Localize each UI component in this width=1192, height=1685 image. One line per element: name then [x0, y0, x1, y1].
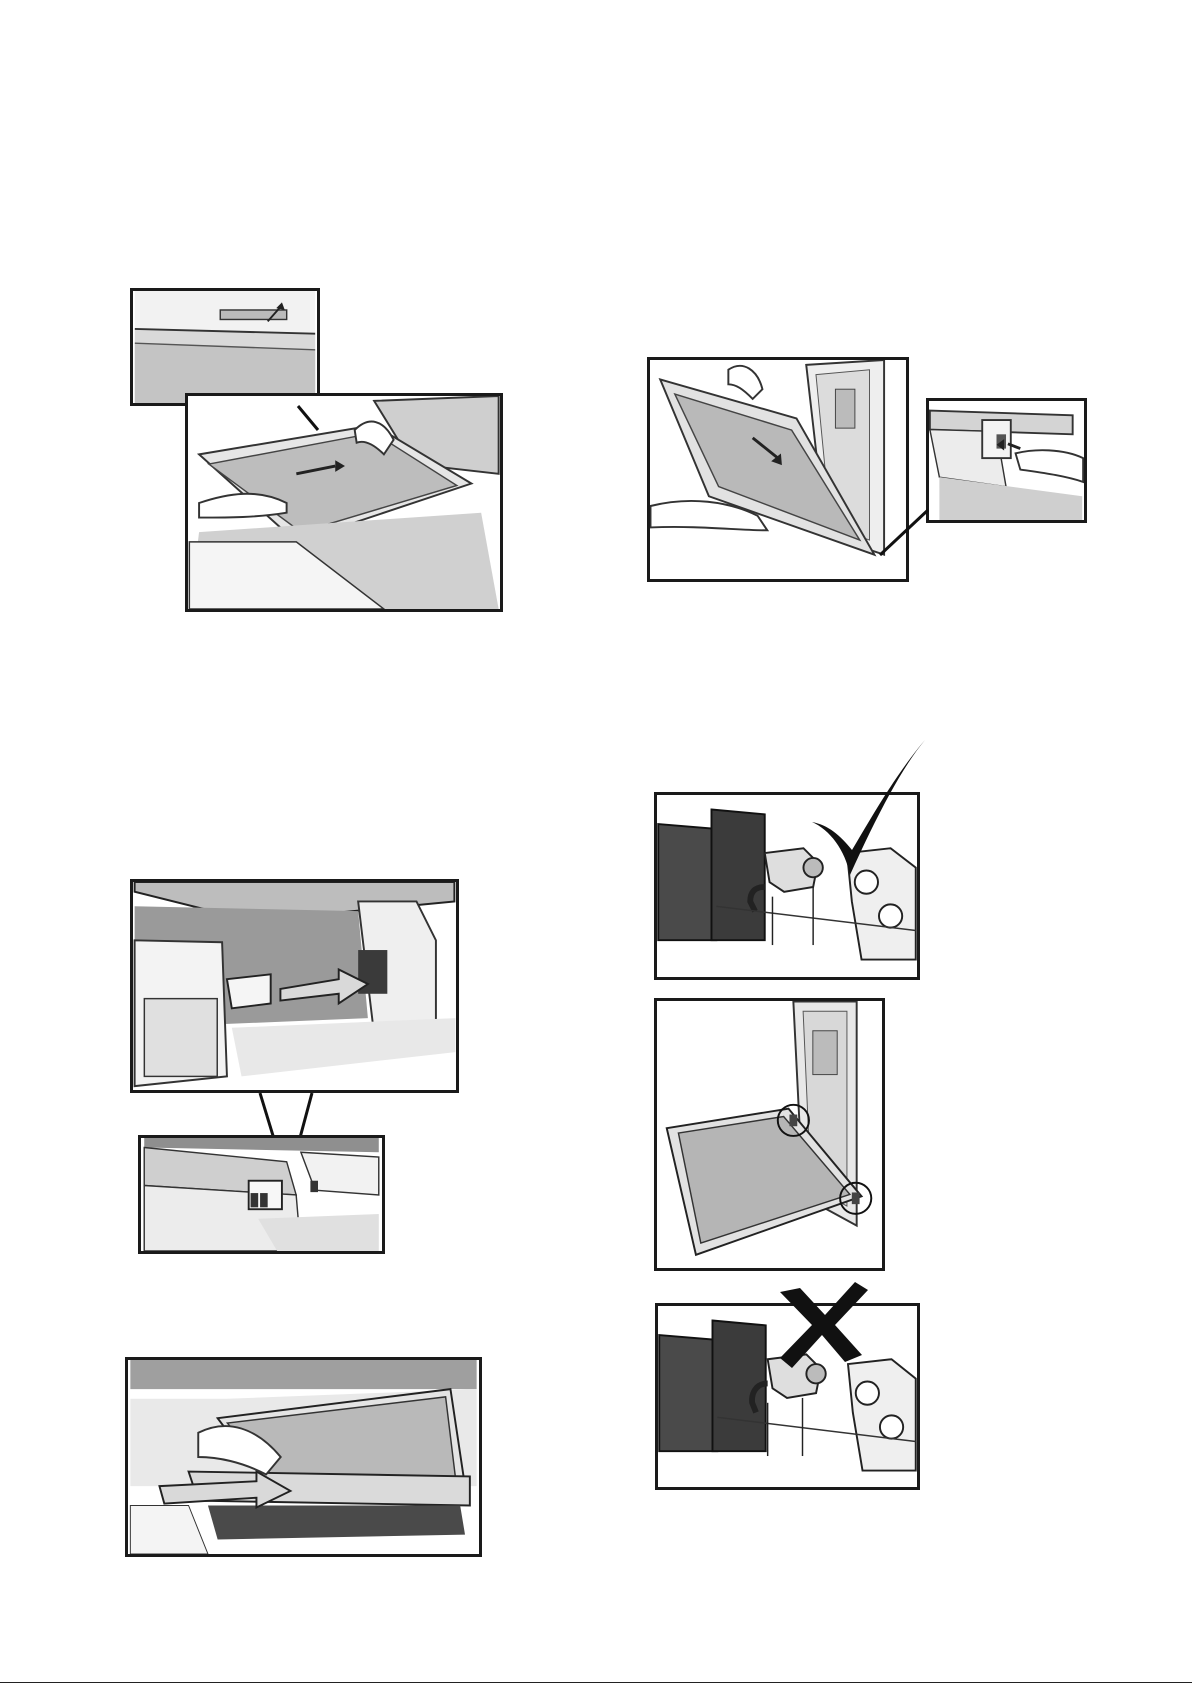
figure-glass-slide-inset: [130, 288, 320, 406]
clip-detail-icon: [141, 1138, 382, 1251]
clip-insert-icon: [133, 882, 456, 1090]
door-push-icon: [128, 1360, 479, 1554]
figure-glass-slide: [185, 393, 503, 612]
cross-icon: [658, 1306, 917, 1487]
figure-door-open: [654, 998, 885, 1271]
figure-hinge-incorrect: [655, 1303, 920, 1490]
figure-door-clip-inset: [926, 398, 1087, 523]
glass-slide-detail-icon: [133, 291, 317, 403]
figure-clip-insert: [130, 879, 459, 1093]
door-clip-detail-icon: [929, 401, 1084, 520]
glass-panel-slide-icon: [188, 396, 500, 609]
figure-door-tilt: [647, 357, 909, 582]
figure-door-push: [125, 1357, 482, 1557]
check-icon: [657, 795, 917, 977]
door-tilt-icon: [650, 360, 906, 579]
footer-rule: [0, 1682, 1192, 1683]
figure-clip-detail: [138, 1135, 385, 1254]
figure-hinge-correct: [654, 792, 920, 980]
oven-door-open-icon: [657, 1001, 882, 1268]
